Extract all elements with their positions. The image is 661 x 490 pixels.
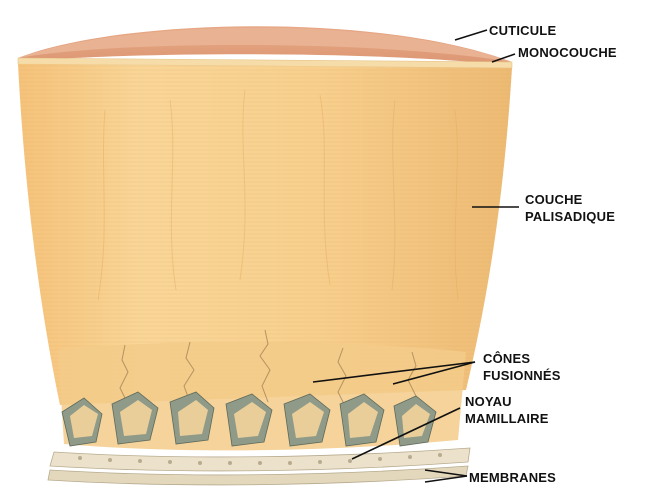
label-noyau-mamillaire-line2: MAMILLAIRE [465, 410, 549, 427]
label-noyau-mamillaire-line1: NOYAU [465, 393, 512, 410]
label-membranes: MEMBRANES [469, 469, 556, 486]
label-cones-fusionnes-line1: CÔNES [483, 350, 530, 367]
label-cuticule: CUTICULE [489, 22, 556, 39]
label-cones-fusionnes-line2: FUSIONNÉS [483, 367, 561, 384]
label-couche-palisadique-line2: PALISADIQUE [525, 208, 615, 225]
label-couche-palisadique-line1: COUCHE [525, 191, 583, 208]
leader-cuticule [455, 30, 487, 40]
label-monocouche: MONOCOUCHE [518, 44, 617, 61]
membranes-layer [50, 448, 470, 471]
